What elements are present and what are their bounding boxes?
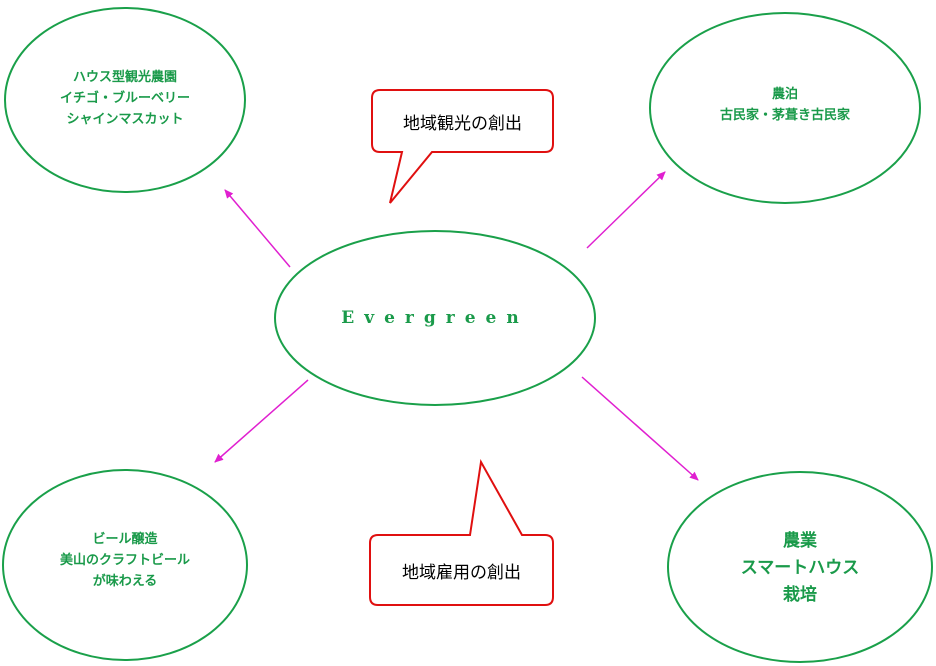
node-top-right: 農泊 古民家・茅葺き古民家	[650, 82, 920, 128]
callout-bottom: 地域雇用の創出	[402, 562, 521, 583]
ellipse-bottom-right	[667, 471, 933, 663]
center-label: Evergreen	[341, 308, 529, 328]
callout-bottom-shape	[369, 458, 554, 606]
ellipse-center	[274, 230, 596, 406]
node-line: 農泊	[771, 87, 798, 102]
ellipse-top-right	[649, 12, 921, 204]
node-bottom-right: 農業 スマートハウス 栽培	[668, 526, 932, 610]
node-center: Evergreen	[275, 300, 595, 336]
arrow-bottom-left	[214, 379, 309, 463]
arrow-bottom-right	[581, 376, 699, 481]
node-bottom-left: ビール醸造 美山のクラフトビール が味わえる	[5, 526, 245, 594]
callout-top-shape	[371, 89, 554, 204]
node-top-left: ハウス型観光農園 イチゴ・ブルーベリー シャインマスカット	[5, 58, 245, 138]
node-line: 古民家・茅葺き古民家	[719, 108, 850, 123]
node-line: ビール醸造	[92, 531, 158, 547]
node-line: シャインマスカット	[66, 111, 184, 127]
node-line: スマートハウス	[740, 557, 860, 578]
arrow-top-right	[586, 171, 666, 249]
ellipse-bottom-left	[2, 469, 248, 661]
node-line: イチゴ・ブルーベリー	[59, 90, 190, 106]
arrow-top-left	[224, 189, 291, 268]
node-line: が味わえる	[92, 573, 158, 589]
node-line: 美山のクラフトビール	[59, 552, 190, 568]
callout-top: 地域観光の創出	[403, 113, 522, 134]
node-line: ハウス型観光農園	[72, 69, 177, 85]
node-line: 栽培	[783, 584, 817, 605]
ellipse-top-left	[4, 7, 246, 193]
node-line: 農業	[783, 530, 817, 551]
